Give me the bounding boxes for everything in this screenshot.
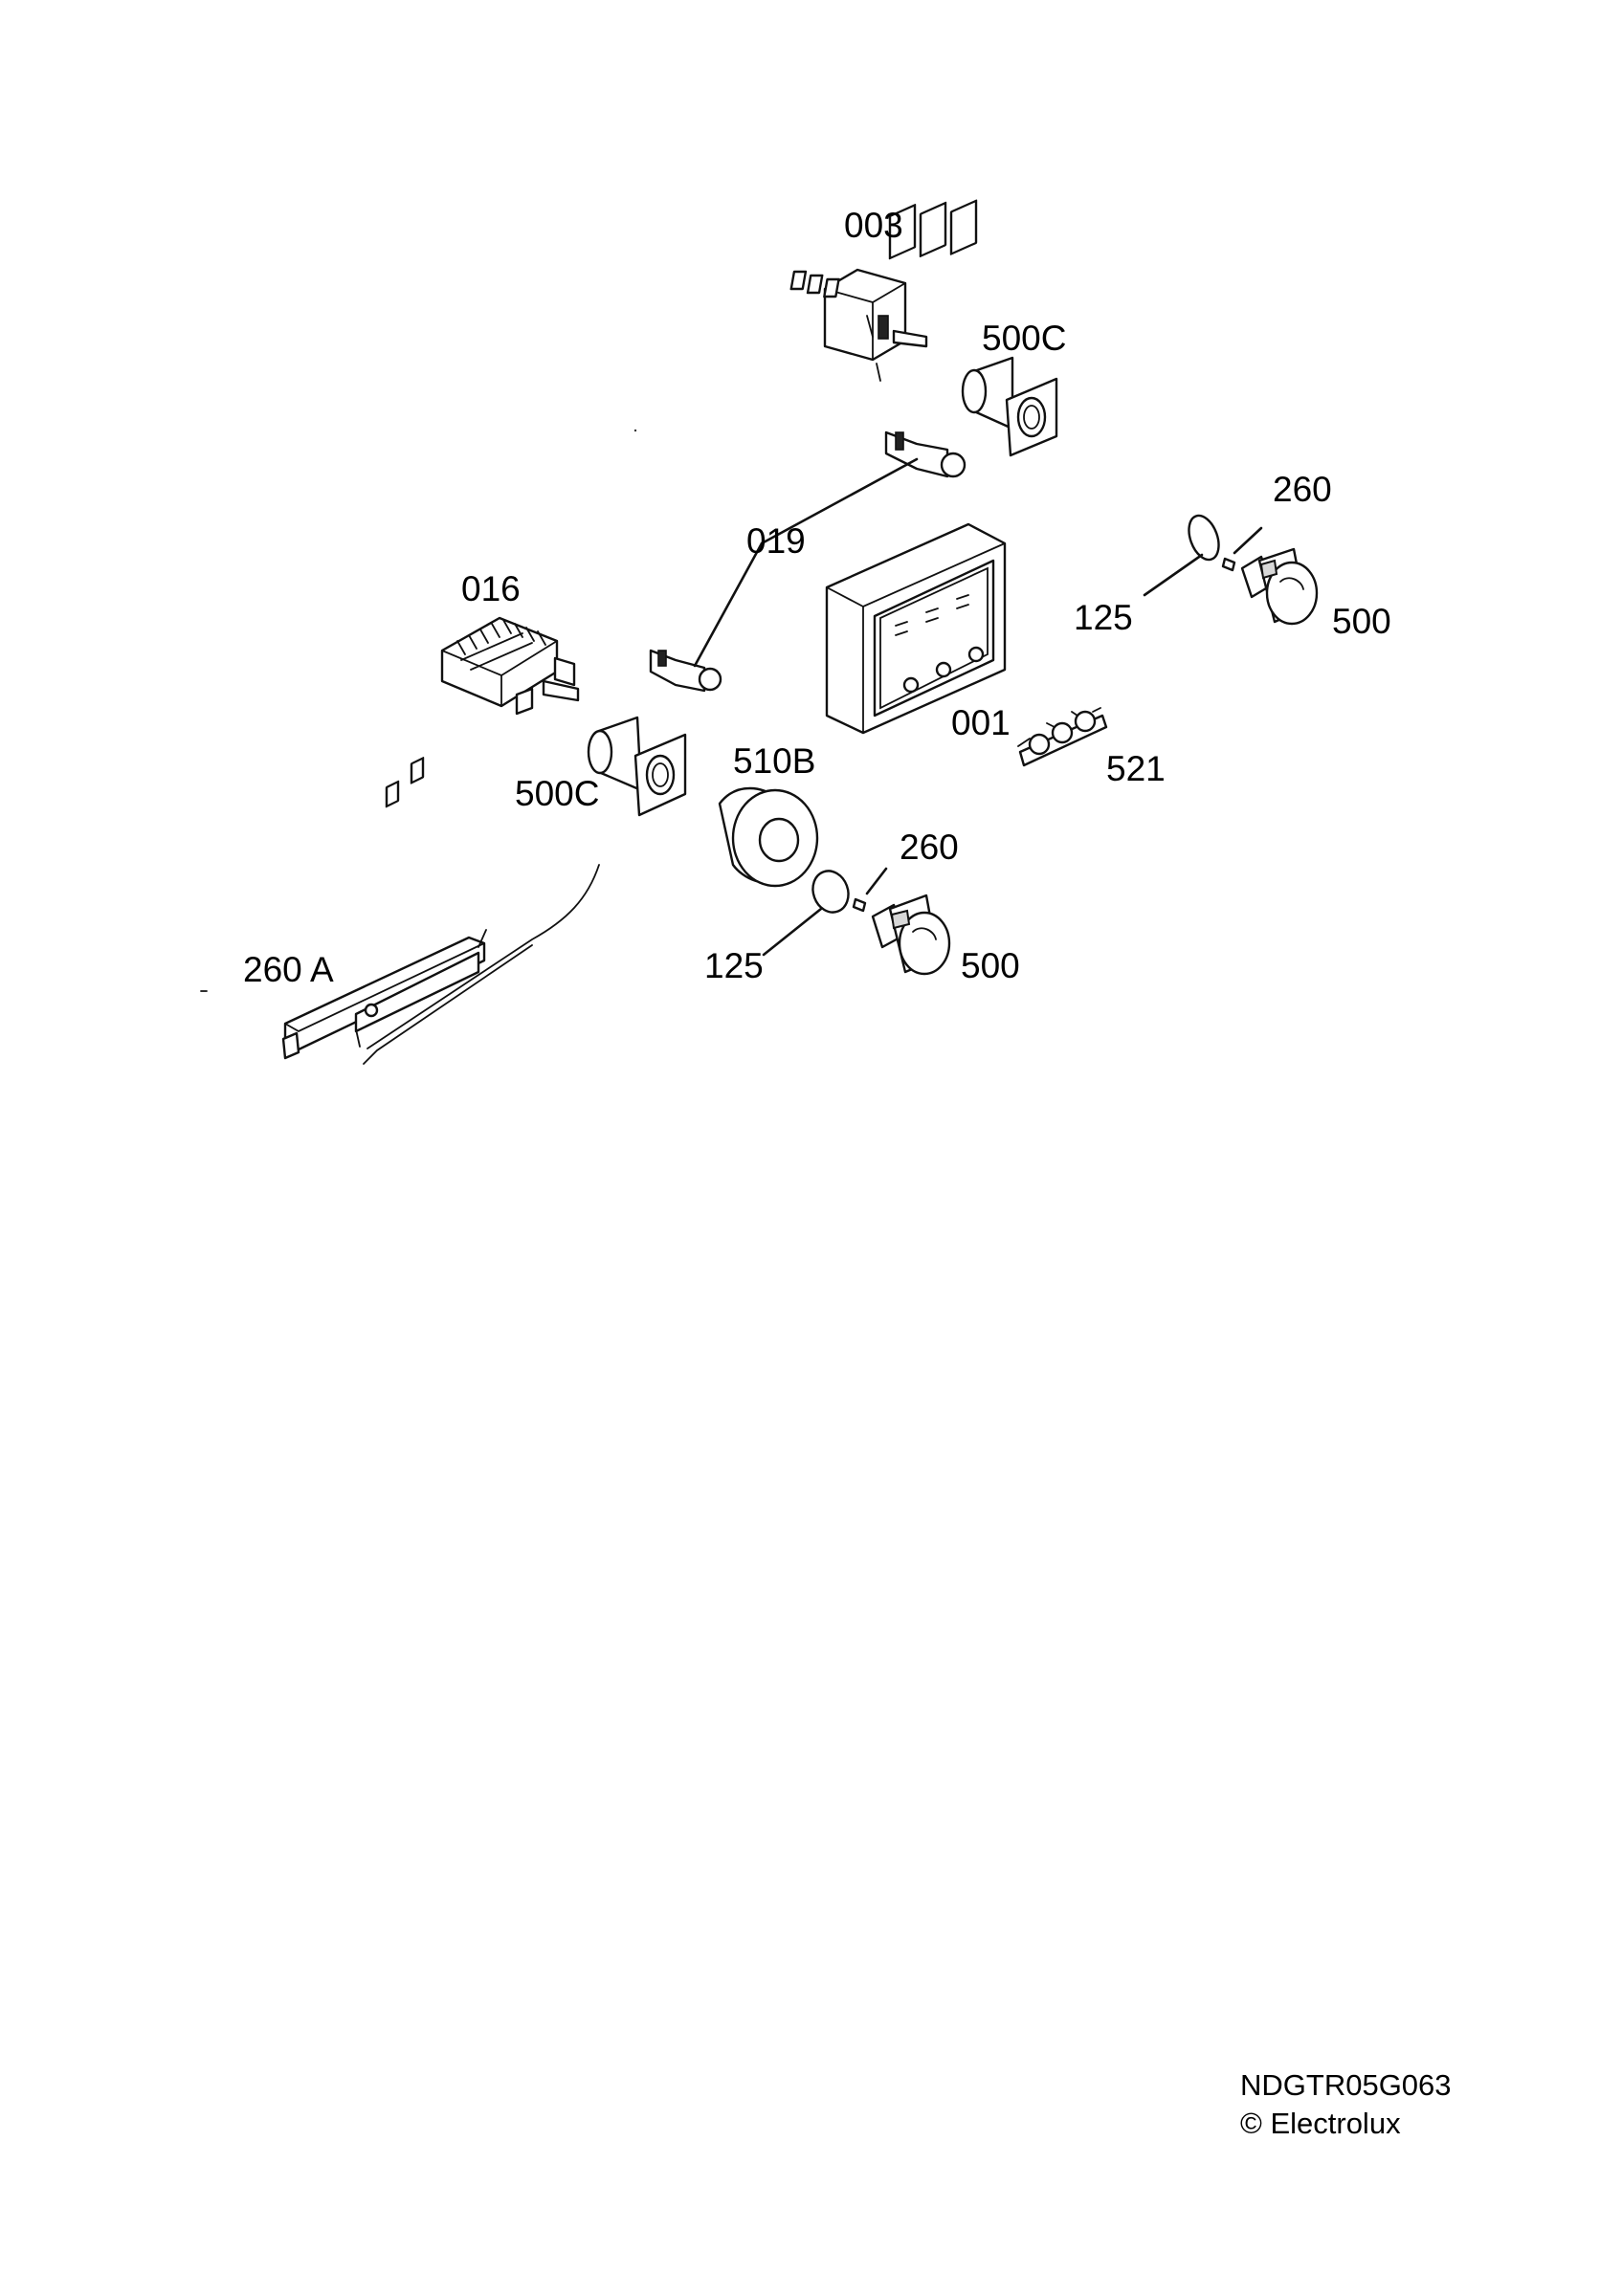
part-016-selector-switch — [440, 616, 580, 716]
part-019-upper-shaft — [884, 430, 967, 478]
leader-019-upper — [760, 457, 919, 545]
label-510b: 510B — [733, 741, 815, 781]
part-003-regulator — [789, 268, 928, 382]
part-260-right-clip — [1221, 557, 1236, 572]
leader-125-right — [1143, 553, 1204, 597]
part-001-timer-module — [825, 199, 1007, 735]
label-500c-left: 500C — [515, 774, 599, 813]
label-260a: 260 A — [243, 950, 334, 989]
part-500c-top-bezel — [961, 356, 1058, 457]
part-019-lower-shaft — [649, 649, 722, 693]
leader-019-lower — [693, 541, 764, 668]
label-016: 016 — [461, 569, 521, 608]
label-001: 001 — [951, 703, 1011, 742]
label-019: 019 — [746, 521, 806, 561]
part-500c-left-bezel — [587, 716, 687, 817]
part-500-mid-knob — [871, 894, 951, 976]
label-003: 003 — [844, 206, 903, 245]
leader-260-right — [1233, 526, 1263, 555]
label-521: 521 — [1106, 749, 1166, 788]
leader-125-mid — [762, 907, 823, 957]
footer: NDGTR05G063 © Electrolux — [1240, 2066, 1452, 2143]
part-500-right-knob — [1240, 547, 1319, 626]
label-500-mid: 500 — [961, 946, 1020, 985]
diagram-code: NDGTR05G063 — [1240, 2068, 1452, 2102]
part-125-mid-ring — [811, 870, 850, 914]
part-125-right-ring — [1188, 514, 1220, 562]
leader-260-mid — [865, 867, 888, 895]
part-260a-bracket-probe — [281, 757, 600, 1065]
label-125-mid: 125 — [704, 946, 764, 985]
part-521-switches — [1017, 707, 1108, 767]
label-500-right: 500 — [1332, 602, 1391, 641]
label-500c-top: 500C — [982, 319, 1066, 358]
label-260-mid: 260 — [900, 828, 959, 867]
label-260-right: 260 — [1273, 470, 1332, 509]
copyright: © Electrolux — [1240, 2107, 1401, 2140]
stray-mark — [633, 429, 637, 432]
label-125-right: 125 — [1074, 598, 1133, 637]
part-510b-bezel — [718, 786, 819, 888]
part-260-mid-clip — [852, 897, 867, 913]
